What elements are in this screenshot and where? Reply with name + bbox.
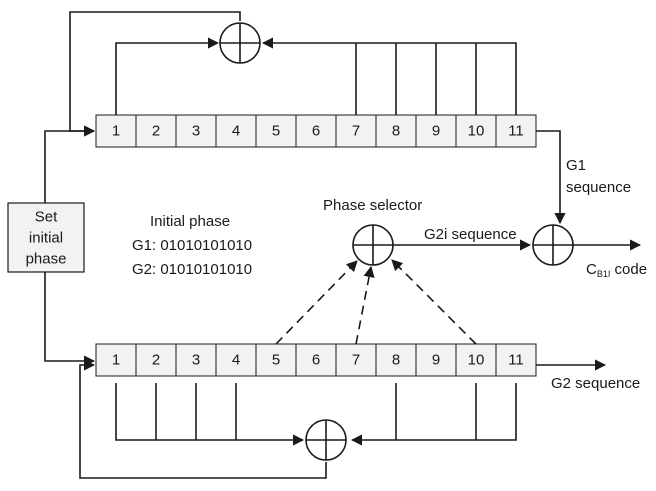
g1-cell-3: 3 xyxy=(175,114,217,148)
g2-cell-8: 8 xyxy=(375,343,417,377)
g2-cell-7: 7 xyxy=(335,343,377,377)
set-initial-phase-line3: phase xyxy=(26,251,67,268)
g2-xor-adder xyxy=(305,419,347,461)
g1-cell-label: 3 xyxy=(192,123,200,140)
g1-cell-label: 7 xyxy=(352,123,360,140)
g1-cell-label: 11 xyxy=(508,123,524,140)
g2-cell-4: 4 xyxy=(215,343,257,377)
g2i-sequence-label: G2i sequence xyxy=(424,226,517,243)
g2-cell-label: 11 xyxy=(508,352,524,369)
g1-feedback-wiring xyxy=(69,11,517,137)
g2-cell-label: 6 xyxy=(312,352,320,369)
g1-cell-label: 10 xyxy=(468,123,485,140)
g1-cell-4: 4 xyxy=(215,114,257,148)
g1-cell-1: 1 xyxy=(95,114,137,148)
g1-sequence-line1: G1 xyxy=(566,157,586,174)
g1-cell-8: 8 xyxy=(375,114,417,148)
g2-cell-1: 1 xyxy=(95,343,137,377)
g2-cell-9: 9 xyxy=(415,343,457,377)
g1-cell-10: 10 xyxy=(455,114,497,148)
g2-cell-label: 5 xyxy=(272,352,280,369)
tap-cell-5 xyxy=(275,260,358,345)
g2-cell-6: 6 xyxy=(295,343,337,377)
g2-cell-label: 8 xyxy=(392,352,400,369)
set-initial-phase-line2: initial xyxy=(29,230,63,247)
g1-output-arrow xyxy=(536,130,566,225)
tap-cell-10 xyxy=(391,259,477,345)
g1-cell-7: 7 xyxy=(335,114,377,148)
g1-cell-label: 6 xyxy=(312,123,320,140)
init-to-g2-arrow xyxy=(44,272,96,367)
g2-cell-label: 10 xyxy=(468,352,485,369)
g1-cell-label: 8 xyxy=(392,123,400,140)
g1-cell-6: 6 xyxy=(295,114,337,148)
g2-cell-label: 3 xyxy=(192,352,200,369)
phase-selector-xor xyxy=(352,224,394,266)
g2-cell-11: 11 xyxy=(495,343,537,377)
g2-cell-label: 2 xyxy=(152,352,160,369)
g1-cell-label: 5 xyxy=(272,123,280,140)
g2-shift-register: 1 2 3 4 5 6 7 8 9 10 11 xyxy=(95,343,537,377)
output-xor xyxy=(532,224,574,266)
phase-selector-label: Phase selector xyxy=(323,197,422,214)
g2-cell-label: 9 xyxy=(432,352,440,369)
g1-cell-label: 1 xyxy=(112,123,120,140)
g2-cell-label: 7 xyxy=(352,352,360,369)
set-initial-phase-box xyxy=(7,202,85,273)
cb1i-code-label: CB1I code xyxy=(586,261,647,279)
g2-cell-3: 3 xyxy=(175,343,217,377)
g2-cell-2: 2 xyxy=(135,343,177,377)
initial-phase-g1: G1: 01010101010 xyxy=(132,237,252,254)
g1-cell-label: 9 xyxy=(432,123,440,140)
g1-cell-label: 2 xyxy=(152,123,160,140)
tap-cell-7 xyxy=(355,265,375,345)
g2-cell-label: 4 xyxy=(232,352,240,369)
g2-cell-label: 1 xyxy=(112,352,120,369)
g2-cell-10: 10 xyxy=(455,343,497,377)
initial-phase-g2: G2: 01010101010 xyxy=(132,261,252,278)
g1-sequence-line2: sequence xyxy=(566,179,631,196)
g2-sequence-label: G2 sequence xyxy=(551,375,640,392)
g2-feedback-wiring xyxy=(79,359,517,479)
g1-cell-11: 11 xyxy=(495,114,537,148)
set-initial-phase-line1: Set xyxy=(35,209,58,226)
g1-cell-9: 9 xyxy=(415,114,457,148)
g1-cell-2: 2 xyxy=(135,114,177,148)
init-to-g1-arrow xyxy=(44,125,96,203)
g2-cell-5: 5 xyxy=(255,343,297,377)
g1-xor-adder xyxy=(219,22,261,64)
g1-shift-register: 1 2 3 4 5 6 7 8 9 10 11 xyxy=(95,114,537,148)
initial-phase-title: Initial phase xyxy=(150,213,230,230)
g1-cell-5: 5 xyxy=(255,114,297,148)
g1-cell-label: 4 xyxy=(232,123,240,140)
